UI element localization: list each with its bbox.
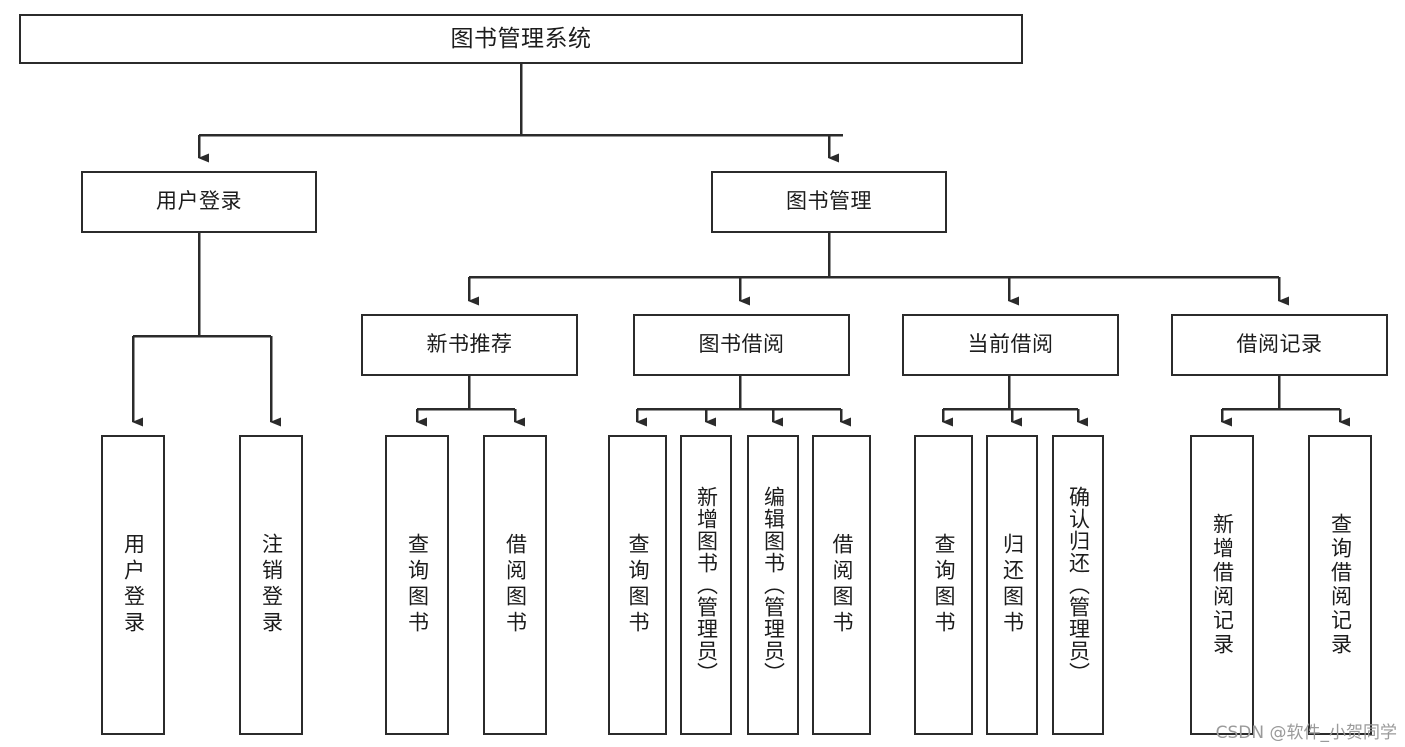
node-user-login-label: 用户登录 [156,189,242,214]
csdn-watermark: CSDN @软件_小贺同学 [1215,723,1397,743]
node-user-login[interactable]: 用户登录 [81,171,317,233]
node-leaf-borrow-book-recommend[interactable]: 借阅图书 [483,435,547,735]
node-leaf-query-book-current[interactable]: 查询图书 [914,435,973,735]
node-current-borrow-label: 当前借阅 [967,332,1054,357]
node-leaf-add-book-admin-label: 新增图书（管理员） [694,486,719,684]
node-leaf-query-book-recommend-label: 查询图书 [405,533,430,637]
node-leaf-query-book-recommend[interactable]: 查询图书 [385,435,449,735]
node-leaf-borrow-book-borrow[interactable]: 借阅图书 [812,435,871,735]
node-new-book-recommendation-label: 新书推荐 [426,332,513,357]
node-book-management[interactable]: 图书管理 [711,171,947,233]
node-book-borrow-label: 图书借阅 [698,332,785,357]
node-leaf-query-book-current-label: 查询图书 [932,533,956,637]
node-leaf-return-book-label: 归还图书 [1000,533,1025,637]
node-leaf-return-book[interactable]: 归还图书 [986,435,1038,735]
node-leaf-query-borrow-record-label: 查询借阅记录 [1328,513,1353,657]
node-leaf-borrow-book-borrow-label: 借阅图书 [830,533,854,637]
node-root-label: 图书管理系统 [450,25,592,52]
node-leaf-add-borrow-record-label: 新增借阅记录 [1210,513,1235,657]
node-new-book-recommendation[interactable]: 新书推荐 [361,314,578,376]
node-borrow-record-label: 借阅记录 [1236,332,1323,357]
node-leaf-query-book-borrow-label: 查询图书 [626,533,650,637]
node-leaf-user-logout-label: 注销登录 [259,533,284,637]
node-leaf-user-logout[interactable]: 注销登录 [239,435,303,735]
node-leaf-add-book-admin[interactable]: 新增图书（管理员） [680,435,732,735]
node-book-borrow[interactable]: 图书借阅 [633,314,850,376]
node-current-borrow[interactable]: 当前借阅 [902,314,1119,376]
node-leaf-user-login-label: 用户登录 [121,533,146,637]
node-leaf-edit-book-admin-label: 编辑图书（管理员） [761,486,786,684]
node-leaf-confirm-return-admin[interactable]: 确认归还（管理员） [1052,435,1104,735]
node-leaf-borrow-book-recommend-label: 借阅图书 [503,533,528,637]
node-leaf-query-book-borrow[interactable]: 查询图书 [608,435,667,735]
node-leaf-edit-book-admin[interactable]: 编辑图书（管理员） [747,435,799,735]
node-borrow-record[interactable]: 借阅记录 [1171,314,1388,376]
node-leaf-query-borrow-record[interactable]: 查询借阅记录 [1308,435,1372,735]
node-book-management-label: 图书管理 [786,189,872,214]
node-leaf-add-borrow-record[interactable]: 新增借阅记录 [1190,435,1254,735]
node-root[interactable]: 图书管理系统 [19,14,1023,64]
node-leaf-user-login[interactable]: 用户登录 [101,435,165,735]
node-leaf-confirm-return-admin-label: 确认归还（管理员） [1066,486,1091,684]
